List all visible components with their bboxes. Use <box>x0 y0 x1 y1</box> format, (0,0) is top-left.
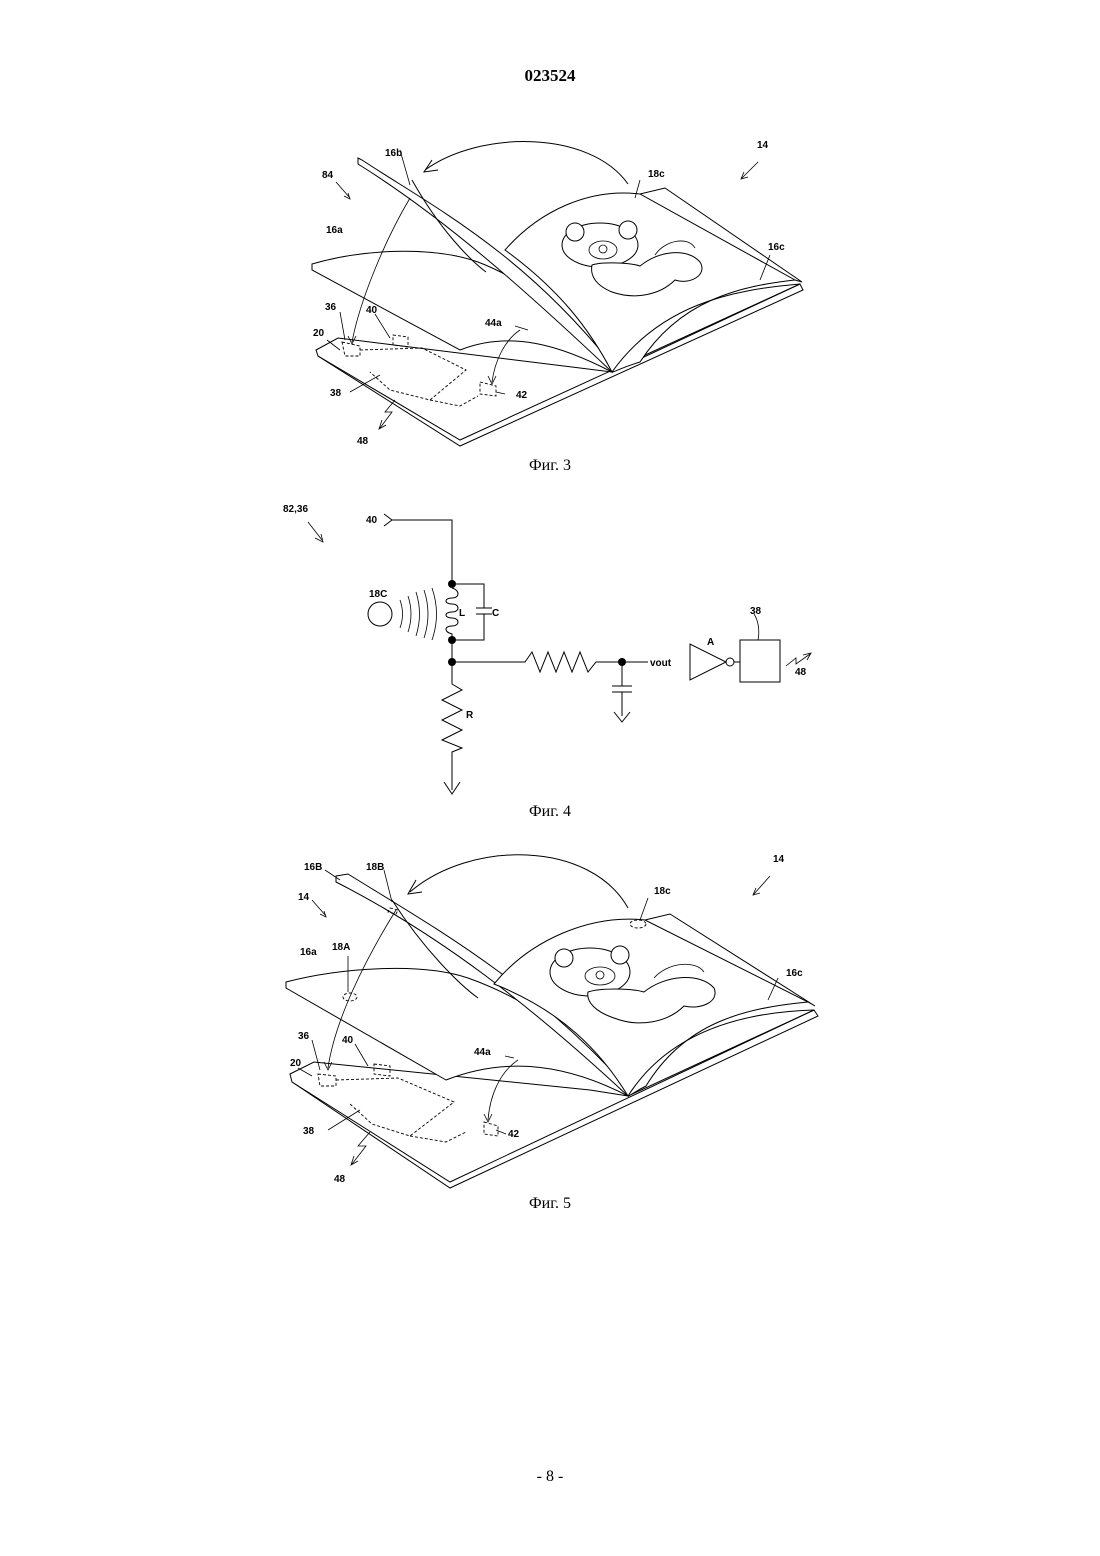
figure-5-caption: Фиг. 5 <box>0 1195 1100 1213</box>
label-48: 48 <box>357 436 369 447</box>
label-48: 48 <box>795 667 807 678</box>
label-vout: vout <box>650 658 672 669</box>
inverter-a <box>690 644 726 680</box>
label-16c: 16c <box>768 242 785 253</box>
module-38 <box>740 640 780 682</box>
label-16a: 16a <box>300 947 317 958</box>
series-resistor <box>452 652 622 672</box>
figure-4-circuit-diagram: 82,36 40 18C L C R A 38 48 vout <box>0 480 1100 810</box>
label-40: 40 <box>342 1035 354 1046</box>
label-44a: 44a <box>485 318 502 329</box>
label-40: 40 <box>366 515 378 526</box>
tag-18c <box>368 602 392 626</box>
label-42: 42 <box>516 390 528 401</box>
figure-3-caption: Фиг. 3 <box>0 457 1100 475</box>
figure-3-book-drawing: 84 14 16b 18c 16a 16c 36 40 20 44a 38 42… <box>0 0 1100 470</box>
label-16b: 16B <box>304 862 322 873</box>
field-waves <box>400 588 437 640</box>
label-l: L <box>459 608 465 619</box>
label-38: 38 <box>303 1126 315 1137</box>
label-42: 42 <box>508 1129 520 1140</box>
label-20: 20 <box>313 328 325 339</box>
figure-4-caption: Фиг. 4 <box>0 803 1100 821</box>
label-20: 20 <box>290 1058 302 1069</box>
label-14: 14 <box>298 892 310 903</box>
label-38: 38 <box>750 606 762 617</box>
label-36: 36 <box>325 302 337 313</box>
label-44a: 44a <box>474 1047 491 1058</box>
page-number: - 8 - <box>0 1468 1100 1486</box>
label-48: 48 <box>334 1174 346 1185</box>
figure-5-book-drawing: 16B 18B 14 14 18c 16a 18A 16c 36 40 20 4… <box>0 830 1100 1200</box>
label-40: 40 <box>366 305 378 316</box>
label-18b: 18B <box>366 862 384 873</box>
label-16a: 16a <box>326 225 343 236</box>
page-turn-arrow <box>410 855 628 908</box>
label-14-arrow: 14 <box>773 854 785 865</box>
antenna-40 <box>384 514 452 584</box>
label-18c: 18c <box>654 886 671 897</box>
label-c: C <box>492 608 499 619</box>
page-turn-arrow <box>425 142 628 184</box>
filter-capacitor <box>612 662 632 722</box>
label-r: R <box>466 710 474 721</box>
label-36: 36 <box>298 1031 310 1042</box>
label-14: 14 <box>757 140 769 151</box>
label-82-36: 82,36 <box>283 504 308 515</box>
label-16c: 16c <box>786 968 803 979</box>
resistor-r <box>442 662 462 794</box>
label-18c: 18c <box>648 169 665 180</box>
label-18a: 18A <box>332 942 350 953</box>
label-38: 38 <box>330 388 342 399</box>
label-16b: 16b <box>385 148 402 159</box>
label-18c: 18C <box>369 589 387 600</box>
label-a: A <box>707 637 714 648</box>
inductor-l <box>446 588 458 662</box>
label-84: 84 <box>322 170 334 181</box>
